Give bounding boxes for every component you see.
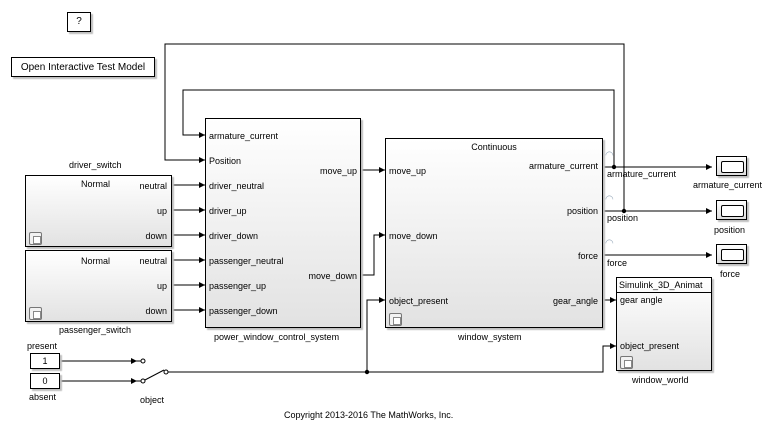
power-window-control-system-block[interactable]: armature_current Position driver_neutral… (205, 118, 361, 328)
absent-constant-block[interactable]: 0 (30, 373, 60, 389)
signal-label-armature-current: armature_current (607, 169, 677, 179)
object-present-line-2 (367, 343, 616, 373)
present-constant-block[interactable]: 1 (30, 353, 60, 369)
absent-label: absent (29, 392, 57, 402)
position-feedback-line (164, 43, 625, 211)
control-port-passenger-down: passenger_down (209, 306, 278, 316)
branch-point-armature (611, 164, 617, 170)
window-port-force: force (577, 251, 598, 261)
scope-icon (721, 161, 744, 173)
scope-label-position: position (714, 225, 746, 235)
scope-label-armature-current: armature_current (693, 180, 763, 190)
scope-label-force: force (720, 269, 741, 279)
object-manual-switch[interactable] (135, 355, 173, 387)
passenger-port-down: down (145, 306, 167, 316)
passenger-switch-block[interactable]: Normal neutral up down (25, 250, 172, 322)
branch-point-object (364, 369, 370, 375)
help-button[interactable]: ? (67, 12, 91, 32)
object-present-line-1 (170, 297, 385, 373)
driver-switch-block[interactable]: Normal neutral up down (25, 175, 172, 247)
control-port-move-up: move_up (319, 166, 357, 176)
driver-port-neutral: neutral (139, 181, 167, 191)
control-port-passenger-neutral: passenger_neutral (209, 256, 284, 266)
window-port-move-up: move_up (389, 166, 427, 176)
world-port-gear-angle: gear angle (620, 295, 663, 305)
signal-label-force: force (607, 258, 628, 268)
object-switch-label: object (140, 395, 165, 405)
control-port-move-down: move_down (308, 271, 357, 281)
signal-logging-icon: ◠ (605, 150, 614, 161)
window-port-object-present: object_present (389, 296, 449, 306)
signal-label-position: position (607, 213, 639, 223)
subsystem-icon (29, 307, 42, 320)
scope-icon (721, 249, 744, 261)
control-port-position: Position (209, 156, 242, 166)
control-port-armature-current: armature_current (209, 131, 279, 141)
driver-switch-mode: Normal (81, 179, 111, 189)
control-port-driver-down: driver_down (209, 231, 259, 241)
signal-logging-icon: ◠ (605, 238, 614, 249)
absent-constant-value: 0 (42, 376, 48, 386)
move-down-line (361, 232, 385, 276)
subsystem-icon (389, 313, 402, 326)
window-port-armature-current: armature_current (528, 161, 598, 171)
window-port-position: position (566, 206, 598, 216)
present-label: present (27, 341, 58, 351)
driver-port-up: up (156, 206, 167, 216)
present-constant-value: 1 (42, 356, 48, 366)
power-window-control-system-title: power_window_control_system (214, 332, 340, 342)
open-model-button-label: Open Interactive Test Model (20, 62, 146, 73)
window-port-gear-angle: gear_angle (552, 296, 598, 306)
copyright-text: Copyright 2013-2016 The MathWorks, Inc. (284, 410, 454, 420)
passenger-port-neutral: neutral (139, 256, 167, 266)
passenger-port-up: up (156, 281, 167, 291)
signal-logging-icon: ◠ (605, 194, 614, 205)
window-world-title: window_world (632, 375, 689, 385)
driver-port-down: down (145, 231, 167, 241)
driver-switch-title: driver_switch (69, 160, 122, 170)
control-port-passenger-up: passenger_up (209, 281, 267, 291)
window-port-move-down: move_down (389, 231, 438, 241)
help-button-label: ? (76, 16, 82, 27)
window-world-block[interactable]: Simulink_3D_Animat gear angle object_pre… (616, 277, 712, 371)
scope-force[interactable] (716, 244, 747, 264)
passenger-switch-title: passenger_switch (59, 325, 132, 335)
subsystem-icon (29, 232, 42, 245)
subsystem-icon (620, 356, 633, 369)
window-system-title: window_system (458, 332, 522, 342)
scope-position[interactable] (716, 200, 747, 220)
armature-current-feedback-line (182, 89, 615, 167)
window-world-header: Simulink_3D_Animat (619, 280, 703, 290)
world-port-object-present: object_present (620, 341, 680, 351)
open-interactive-test-model-button[interactable]: Open Interactive Test Model (11, 57, 155, 77)
scope-armature-current[interactable] (716, 156, 747, 176)
control-port-driver-up: driver_up (209, 206, 247, 216)
window-system-mode: Continuous (471, 142, 517, 152)
control-port-driver-neutral: driver_neutral (209, 181, 265, 191)
window-system-block[interactable]: Continuous move_up move_down object_pres… (385, 138, 603, 328)
passenger-switch-mode: Normal (81, 256, 111, 266)
branch-point-position (621, 208, 627, 214)
scope-icon (721, 205, 744, 217)
